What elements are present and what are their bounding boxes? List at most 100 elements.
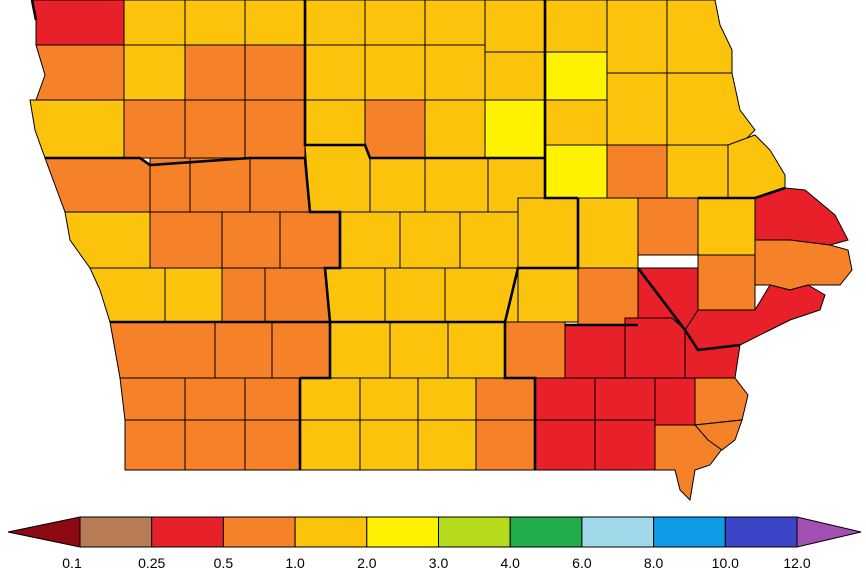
county-region [214, 321, 273, 379]
county-region [304, 99, 366, 146]
county-region [299, 377, 361, 421]
county-region [304, 0, 366, 46]
county-region [384, 267, 446, 323]
legend-bin-0.1-0.25 [79, 516, 153, 548]
district-boundary [30, 0, 38, 21]
county-region [637, 197, 699, 256]
county-region [364, 0, 426, 46]
legend-bin-6.0-8.0 [581, 516, 655, 548]
county-region [279, 211, 341, 269]
county-region [417, 419, 477, 471]
county-region [424, 157, 489, 213]
county-region [594, 377, 656, 421]
county-region [221, 211, 281, 269]
district-boundary [303, 0, 578, 200]
county-region [447, 321, 506, 379]
county-region [149, 157, 191, 213]
legend-bin-10.0-12.0 [724, 516, 798, 548]
district-boundary [636, 267, 741, 352]
county-region [221, 267, 266, 323]
county-region [475, 377, 536, 421]
county-region [484, 51, 546, 101]
legend-tick-label: 4.0 [500, 555, 520, 571]
county-region [606, 144, 668, 199]
county-region [544, 51, 608, 101]
county-region [364, 99, 426, 159]
county-region [694, 377, 749, 426]
county-region [304, 144, 371, 213]
county-region [564, 324, 626, 379]
county-region [693, 419, 743, 451]
county-region [606, 72, 668, 146]
legend-tick-label: 10.0 [712, 555, 739, 571]
legend-tick-label: 0.5 [214, 555, 234, 571]
county-region [504, 321, 566, 379]
county-region [577, 197, 639, 269]
legend-tick-label: 0.25 [138, 555, 165, 571]
county-region [754, 187, 849, 246]
county-region [666, 144, 729, 199]
county-region [244, 0, 306, 46]
county-region [544, 144, 608, 199]
county-region [324, 267, 386, 323]
county-region [594, 419, 656, 471]
district-boundary [698, 186, 786, 200]
county-region [184, 419, 246, 471]
county-region [123, 44, 186, 101]
county-region [727, 134, 786, 199]
county-region [35, 44, 125, 101]
legend-bin-3.0-4.0 [438, 516, 511, 548]
county-region [754, 239, 853, 291]
district-boundary [45, 156, 342, 324]
county-region [109, 321, 216, 379]
legend-above-arrow [796, 516, 862, 548]
county-region [424, 44, 486, 101]
legend-bin-4.0-6.0 [509, 516, 583, 548]
county-region [304, 44, 366, 101]
county-region [697, 197, 756, 256]
county-region [339, 211, 401, 269]
legend-tick-label: 3.0 [429, 555, 449, 571]
county-polygons [29, 0, 853, 502]
county-region [64, 211, 151, 269]
county-region [606, 0, 668, 74]
legend-bin-0.25-0.5 [151, 516, 224, 548]
county-region [359, 419, 419, 471]
legend-tick-label: 2.0 [357, 555, 377, 571]
county-region [89, 267, 166, 323]
legend-below-arrow [7, 516, 81, 548]
county-region [184, 0, 246, 46]
county-region [164, 267, 223, 323]
county-region [484, 0, 546, 53]
county-region [244, 419, 301, 471]
legend-bin-0.5-1.0 [222, 516, 296, 548]
county-region [184, 44, 246, 101]
county-region [624, 317, 686, 379]
county-region [31, 0, 125, 46]
county-region [459, 211, 519, 269]
legend-bins [79, 516, 798, 548]
county-region [264, 267, 331, 323]
county-region [299, 419, 361, 471]
county-region [666, 0, 733, 74]
county-region [424, 99, 486, 159]
county-region [544, 0, 608, 53]
county-region [359, 377, 419, 421]
county-region [654, 377, 696, 426]
county-region [517, 267, 579, 323]
county-region [417, 377, 477, 421]
legend-tick-label: 0.1 [62, 555, 82, 571]
county-region [697, 254, 756, 311]
legend-tick-label: 12.0 [783, 555, 810, 571]
legend-bin-2.0-3.0 [366, 516, 439, 548]
county-region [534, 377, 596, 421]
county-region [44, 157, 151, 213]
district-boundaries [30, 0, 786, 470]
county-region [369, 157, 426, 213]
county-region [29, 99, 125, 159]
county-region [244, 377, 301, 421]
county-region [577, 267, 639, 326]
precipitation-choropleth-map [29, 0, 853, 502]
